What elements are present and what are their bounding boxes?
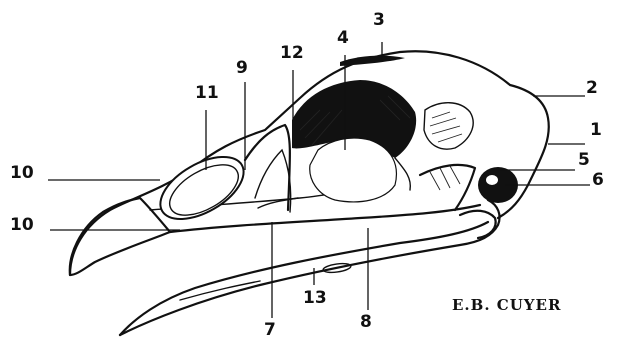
label-10-upper: 10 (10, 165, 34, 182)
label-5: 5 (578, 152, 590, 169)
label-7: 7 (264, 322, 276, 339)
label-3: 3 (373, 12, 385, 29)
label-12: 12 (280, 45, 304, 62)
label-9: 9 (236, 60, 248, 77)
label-10-lower: 10 (10, 217, 34, 234)
jugal-bar (170, 205, 480, 232)
nostril-opening (150, 144, 254, 232)
label-13: 13 (303, 290, 327, 307)
label-11: 11 (195, 85, 219, 102)
label-2: 2 (586, 80, 598, 97)
label-8: 8 (360, 314, 372, 331)
label-6: 6 (592, 172, 604, 189)
label-4: 4 (337, 30, 349, 47)
label-1: 1 (590, 122, 602, 139)
lower-mandible-upper-edge (120, 222, 488, 335)
artist-signature: E.B. CUYER (452, 296, 561, 314)
